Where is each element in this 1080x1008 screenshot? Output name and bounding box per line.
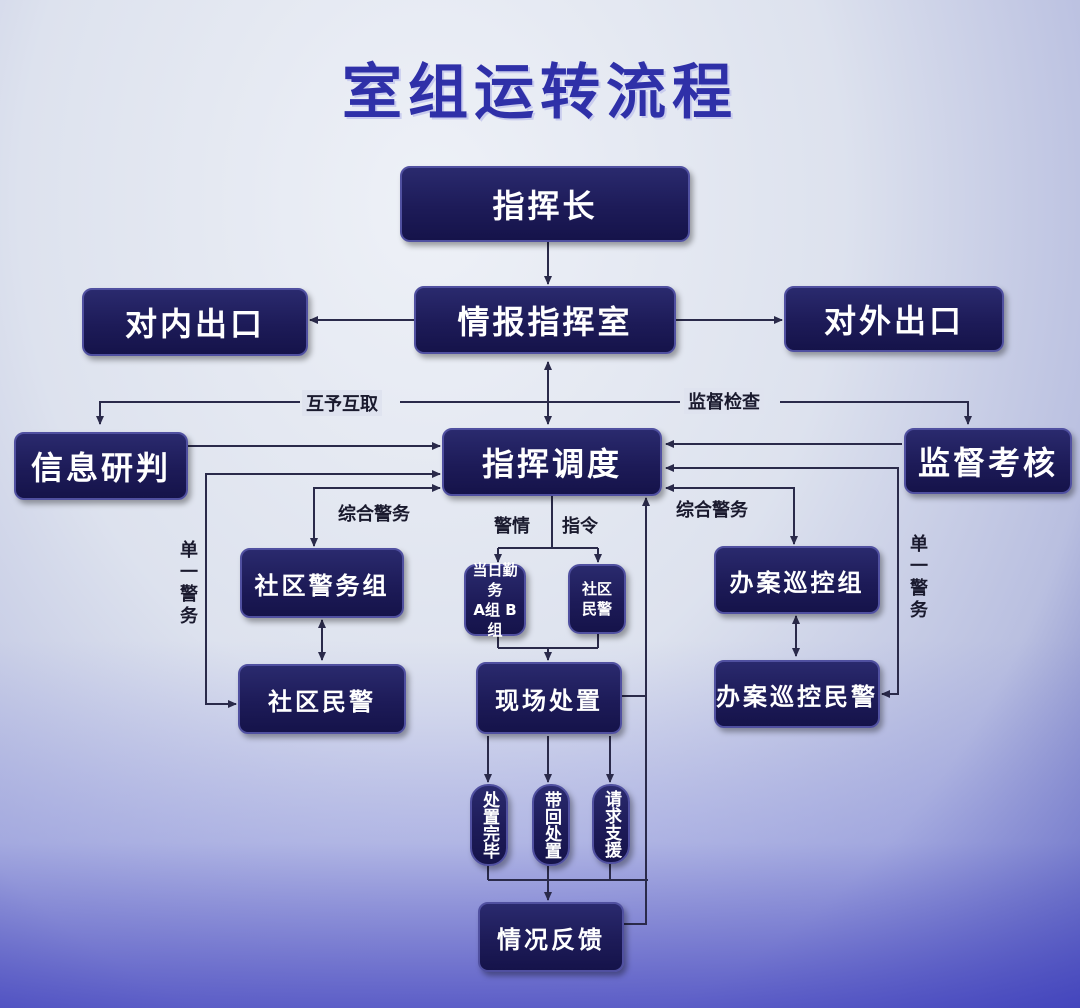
- duty-ab-line2: A组 B组: [473, 601, 517, 639]
- node-bring-back: 带回处置: [532, 784, 570, 866]
- node-feedback: 情况反馈: [478, 902, 624, 972]
- arrow-mutual: [96, 401, 300, 425]
- arrow-comprehensive-right: [665, 484, 798, 545]
- node-onsite: 现场处置: [476, 662, 622, 734]
- node-case-team: 办案巡控组: [714, 546, 880, 614]
- comm-small-line1: 社区: [581, 580, 612, 598]
- label-single-left: 单一警务: [177, 540, 198, 628]
- arrow-inspect: [780, 401, 972, 425]
- label-mutual: 互予互取: [302, 390, 382, 416]
- node-commander: 指挥长: [400, 166, 690, 242]
- node-case-police: 办案巡控民警: [714, 660, 880, 728]
- node-info-analysis: 信息研判: [14, 432, 188, 500]
- node-community-team: 社区警务组: [240, 548, 404, 618]
- node-community-police-small: 社区 民警: [568, 564, 626, 634]
- label-single-right: 单一警务: [907, 534, 928, 622]
- node-dispatch: 指挥调度: [442, 428, 662, 496]
- node-supervision: 监督考核: [904, 428, 1072, 494]
- node-support: 请求支援: [592, 784, 630, 864]
- arrow-comprehensive-left: [310, 484, 441, 547]
- node-external-exit: 对外出口: [784, 286, 1004, 352]
- node-duty-ab: 当日勤务 A组 B组: [464, 561, 526, 639]
- comm-small-line2: 民警: [581, 600, 612, 618]
- label-alarm: 警情: [494, 516, 530, 537]
- node-done: 处置完毕: [470, 784, 508, 866]
- arrow-single-right: [665, 464, 899, 698]
- label-comprehensive-left: 综合警务: [338, 504, 410, 525]
- node-intel-room: 情报指挥室: [414, 286, 676, 354]
- arrow-feedback-dispatch: [624, 497, 650, 925]
- label-order: 指令: [562, 516, 598, 537]
- arrow-single-left: [205, 470, 441, 708]
- label-inspect: 监督检查: [684, 388, 764, 414]
- node-internal-exit: 对内出口: [82, 288, 308, 356]
- label-comprehensive-right: 综合警务: [676, 500, 748, 521]
- duty-ab-line1: 当日勤务: [472, 561, 518, 599]
- node-community-police: 社区民警: [238, 664, 406, 734]
- page-title: 室组运转流程: [342, 58, 738, 128]
